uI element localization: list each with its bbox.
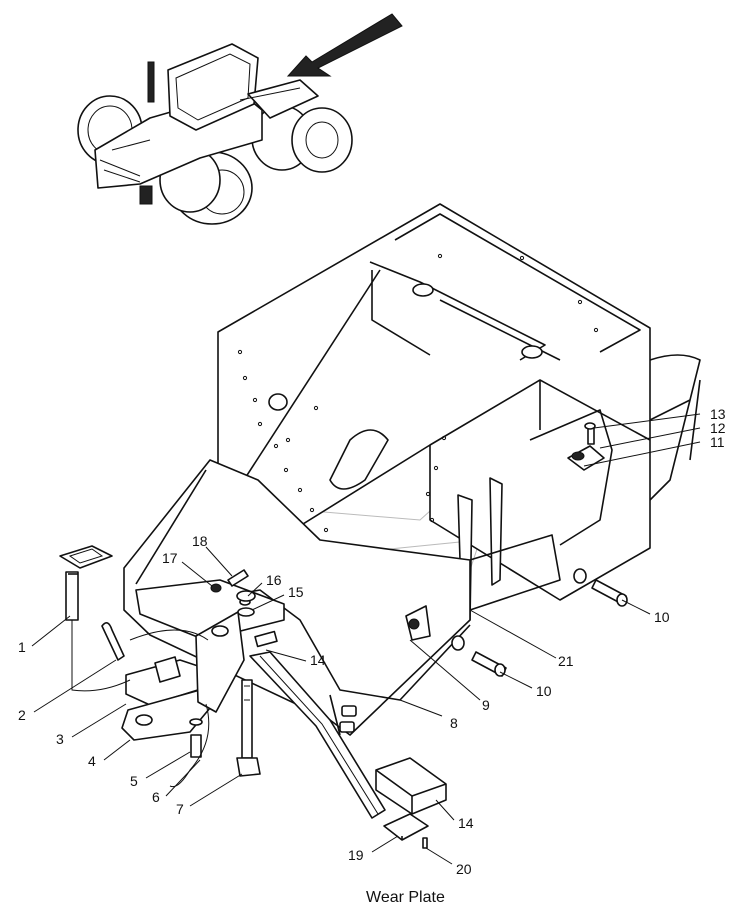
callout-9: 9 [482,697,490,713]
callout-19: 19 [348,847,364,863]
callout-17: 17 [162,550,178,566]
callout-1: 1 [18,639,26,655]
callout-6: 6 [152,789,160,805]
callout-11: 11 [710,434,725,450]
bolt-10-lower [451,635,507,677]
callout-2: 2 [18,707,26,723]
leader-lines [31,413,701,865]
callouts: 1 2 3 4 5 6 7 8 9 10 10 11 12 13 14 14 1… [18,406,726,877]
callout-5: 5 [130,773,138,789]
callout-18: 18 [192,533,208,549]
bolt-7 [236,679,261,777]
location-arrow-icon [286,13,403,77]
callout-12: 12 [710,420,726,436]
callout-14b: 14 [458,815,474,831]
hitch-pin [59,545,113,621]
callout-20: 20 [456,861,472,877]
callout-3: 3 [56,731,64,747]
bolt-10-upper [573,568,628,607]
tractor-locator-icon [77,43,353,225]
callout-15: 15 [288,584,304,600]
diagram-caption: Wear Plate [366,889,445,906]
callout-7: 7 [176,801,184,817]
callout-13: 13 [710,406,726,422]
callout-14a: 14 [310,652,326,668]
callout-4: 4 [88,753,96,769]
callout-16: 16 [266,572,282,588]
wear-strap [249,630,386,819]
frame-assembly [217,203,701,626]
callout-8: 8 [450,715,458,731]
wear-plate-block [375,757,447,815]
pin-clip [71,620,209,692]
callout-21: 21 [558,653,574,669]
callout-10b: 10 [536,683,552,699]
fasteners-11-13 [567,422,605,471]
callout-10a: 10 [654,609,670,625]
wear-plate-19 [383,813,429,849]
